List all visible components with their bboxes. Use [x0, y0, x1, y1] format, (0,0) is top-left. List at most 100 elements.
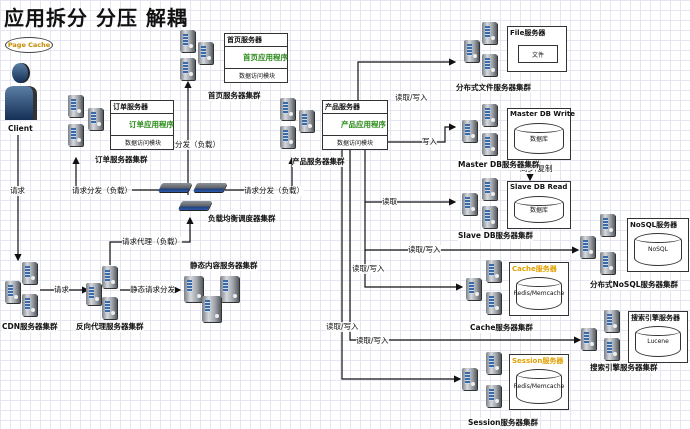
edge-label-cdn-proxy: 请求 — [54, 285, 69, 295]
master-db-header: Master DB Write — [510, 110, 575, 118]
client-user-icon — [3, 60, 39, 120]
server-icon — [184, 276, 203, 302]
server-icon — [180, 58, 195, 80]
server-icon — [486, 260, 501, 282]
edge-label-slave: 读取 — [382, 197, 397, 207]
edge-label-search-a: 读取/写入 — [326, 322, 359, 332]
server-icon — [466, 278, 481, 300]
server-icon — [464, 40, 479, 62]
server-icon — [22, 294, 37, 316]
server-icon — [486, 385, 501, 407]
session-cluster-label: Session服务器集群 — [468, 418, 538, 428]
switch-icon — [177, 201, 213, 210]
server-icon — [482, 54, 497, 76]
search-cluster-label: 搜索引擎服务器集群 — [590, 363, 658, 373]
server-icon — [580, 236, 595, 258]
edge-master — [358, 123, 457, 143]
server-icon — [486, 352, 501, 374]
server-icon — [486, 292, 501, 314]
server-icon — [482, 206, 497, 228]
order-server-box: 订单服务器 订单应用程序 数据访问模块 — [110, 100, 174, 150]
client-label: Client — [8, 124, 33, 134]
server-icon — [482, 22, 497, 44]
file-cluster-label: 分布式文件服务器集群 — [456, 83, 531, 93]
server-icon — [202, 296, 221, 322]
edge-label-client-request: 请求 — [10, 186, 25, 196]
server-icon — [102, 297, 117, 319]
file-server-header: File服务器 — [510, 29, 546, 37]
server-icon — [88, 108, 103, 130]
homepage-cluster-label: 首页服务器集群 — [208, 91, 261, 101]
search-engine-header: 搜索引擎服务器 — [631, 314, 680, 322]
server-icon — [102, 266, 117, 288]
static-cluster-label: 静态内容服务器集群 — [190, 261, 258, 271]
database-icon: NoSQL — [634, 233, 682, 266]
slave-db-box: Slave DB Read 数据库 — [507, 181, 571, 229]
edge-cache — [364, 250, 464, 291]
database-icon: 数据库 — [514, 123, 564, 154]
server-icon — [198, 42, 213, 64]
homepage-dal: 数据访问模块 — [239, 73, 276, 80]
server-icon — [482, 178, 497, 200]
switch-icon — [157, 183, 193, 192]
nosql-box: NoSQL服务器 NoSQL — [627, 218, 689, 272]
product-server-box: 产品服务器 产品应用程序 数据访问模块 — [322, 100, 388, 150]
server-icon — [604, 310, 619, 332]
edge-label-session: 读取/写入 — [356, 336, 389, 346]
server-icon — [462, 193, 477, 215]
slave-db-header: Slave DB Read — [510, 183, 568, 191]
order-app: 订单应用程序 — [111, 114, 174, 136]
server-icon — [68, 124, 83, 146]
homepage-server-box: 首页服务器 首页应用程序 数据访问模块 — [224, 33, 288, 83]
server-icon — [462, 120, 477, 142]
server-icon — [280, 98, 295, 120]
cdn-cluster-label: CDN服务器集群 — [2, 322, 58, 332]
server-icon — [220, 276, 239, 302]
edge-search — [349, 145, 582, 344]
database-icon: Redis/Memcache — [514, 277, 564, 310]
product-app: 产品应用程序 — [323, 114, 387, 136]
reverse-proxy-cluster-label: 反向代理服务器集群 — [76, 322, 144, 332]
edge-label-lb-home: 请求分发（负载） — [160, 140, 220, 150]
edge-label-nosql: 读取/写入 — [408, 245, 441, 255]
edge-slave — [364, 145, 457, 206]
product-cluster-label: 产品服务器集群 — [292, 157, 345, 167]
server-icon — [299, 110, 314, 132]
search-engine-box: 搜索引擎服务器 Lucene — [628, 311, 688, 363]
server-icon — [482, 133, 497, 155]
server-icon — [22, 262, 37, 284]
server-icon — [86, 283, 101, 305]
server-icon — [604, 338, 619, 360]
database-icon: 数据库 — [514, 196, 564, 223]
nosql-header: NoSQL服务器 — [630, 221, 678, 229]
master-db-cluster-label: Master DB服务器集群 — [458, 160, 540, 170]
homepage-server-header: 首页服务器 — [225, 34, 287, 47]
edge-label-proxy-static: 静态请求分发 — [130, 285, 175, 295]
server-icon — [600, 252, 615, 274]
edge-label-proxy-lb: 请求代理（负载） — [122, 237, 182, 247]
homepage-app: 首页应用程序 — [225, 47, 288, 69]
page-title: 应用拆分 分压 解耦 — [4, 6, 188, 30]
order-server-header: 订单服务器 — [111, 101, 173, 114]
load-balancer-cluster-label: 负载均衡调度器集群 — [208, 214, 276, 224]
server-icon — [68, 95, 83, 117]
edge-label-lb-product: 请求分发（负载） — [244, 186, 304, 196]
edge-session — [341, 145, 462, 383]
switch-icon — [192, 183, 228, 192]
file-document: 文件 — [518, 45, 558, 63]
server-icon — [482, 104, 497, 126]
server-icon — [462, 368, 477, 390]
session-box: Session服务器 Redis/Memcache — [509, 354, 569, 410]
order-dal: 数据访问模块 — [125, 140, 162, 147]
product-dal: 数据访问模块 — [337, 140, 374, 147]
product-server-header: 产品服务器 — [323, 101, 387, 114]
slave-db-cluster-label: Slave DB服务器集群 — [458, 231, 534, 241]
edge-label-cache: 读取/写入 — [352, 264, 385, 274]
cache-header: Cache服务器 — [512, 265, 557, 273]
server-icon — [5, 281, 20, 303]
session-header: Session服务器 — [512, 357, 564, 365]
order-cluster-label: 订单服务器集群 — [95, 155, 148, 165]
page-cache-badge: Page Cache — [5, 37, 53, 53]
file-server-box: File服务器 文件 — [507, 26, 567, 72]
edge-label-master: 写入 — [422, 137, 437, 147]
